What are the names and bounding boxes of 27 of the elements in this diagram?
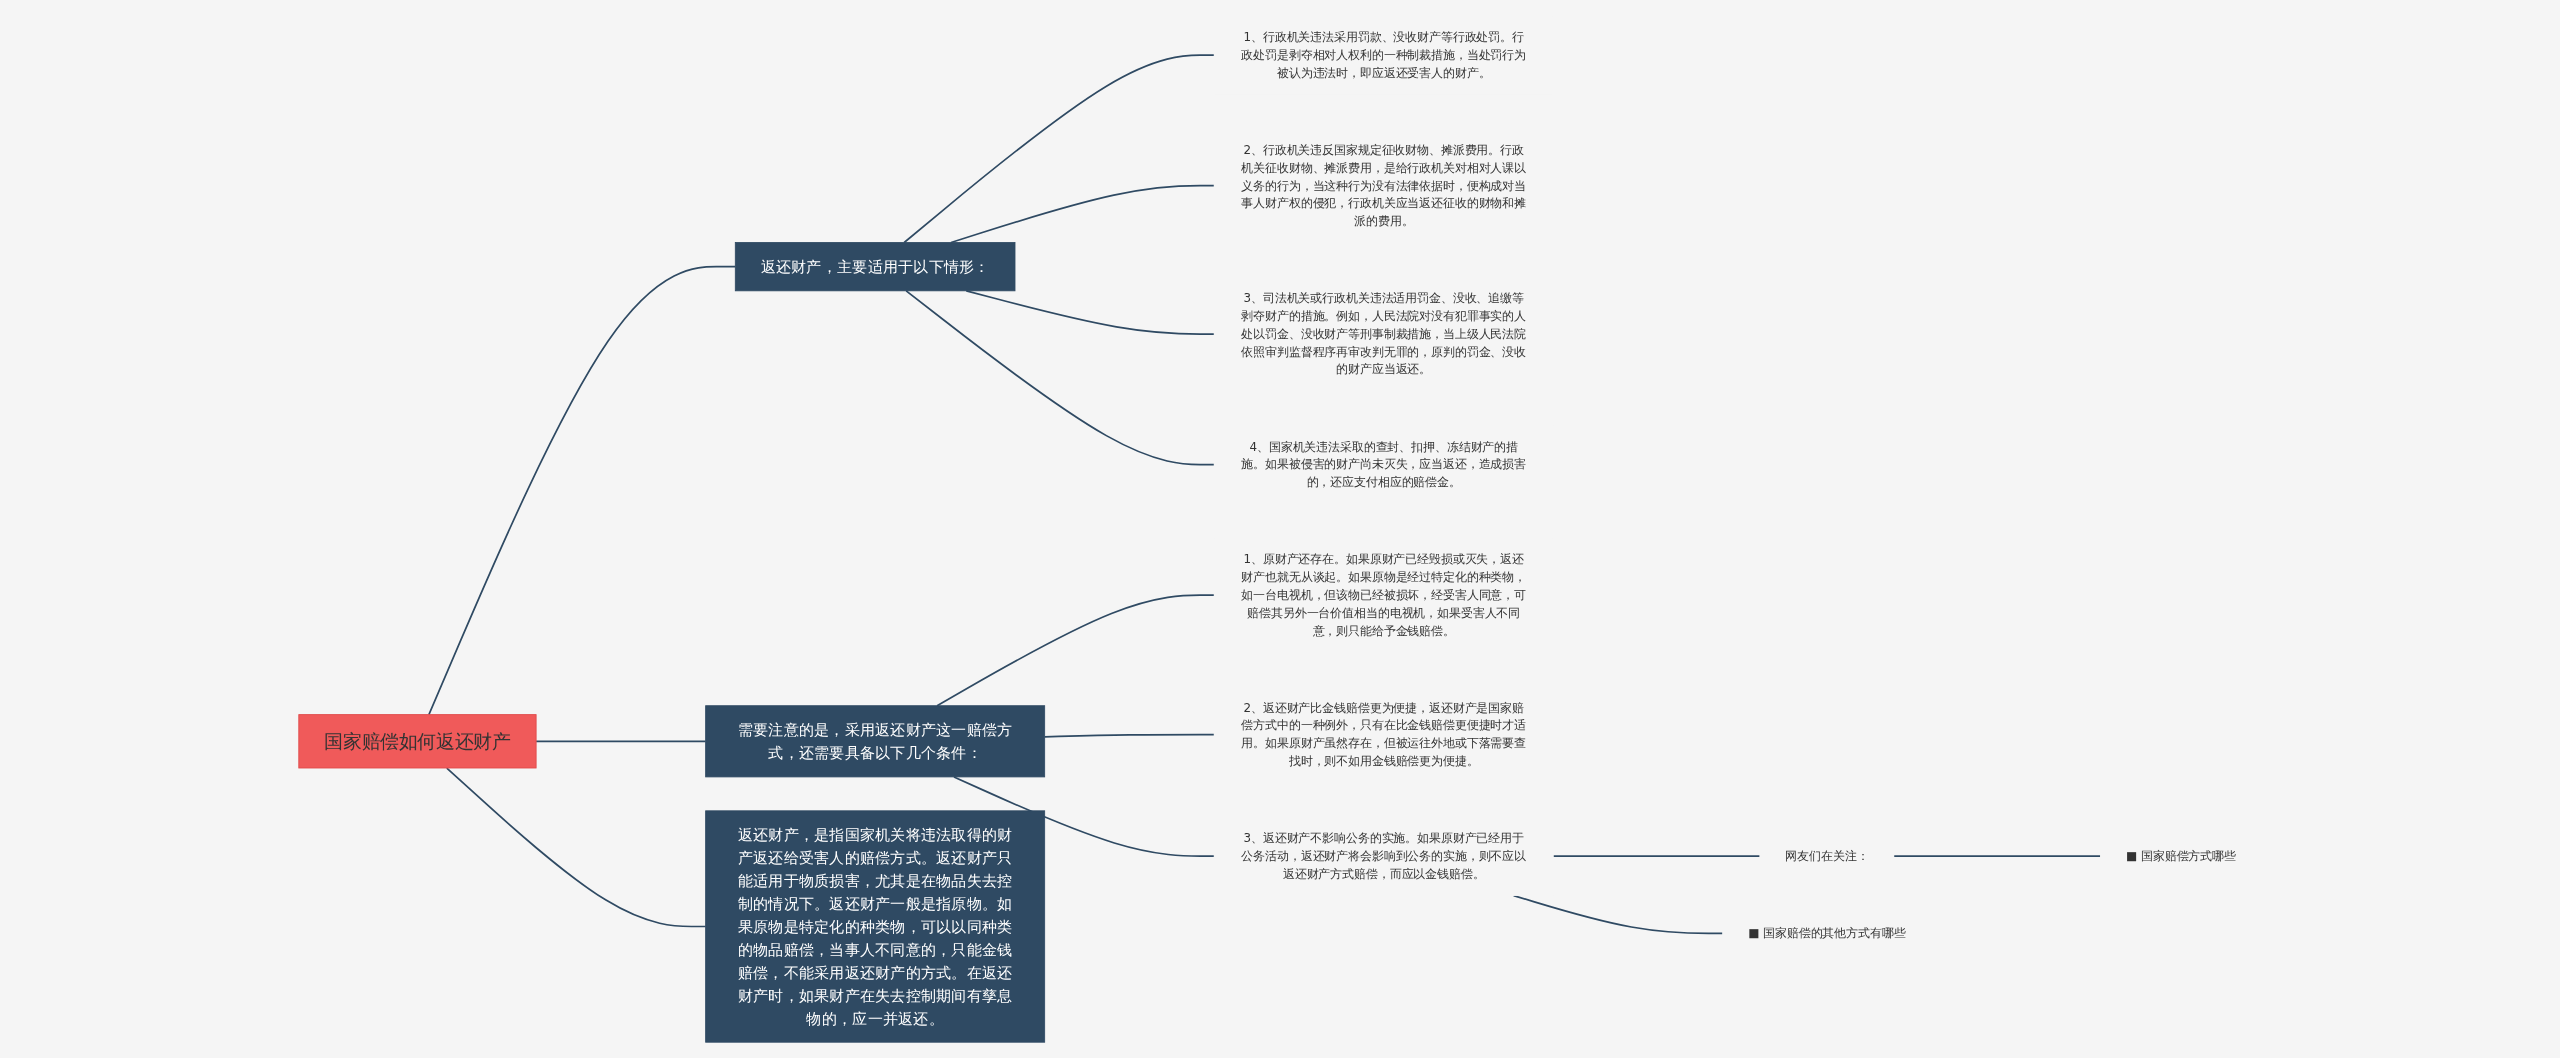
- node-box: 需要注意的是，采用返还财产这一赔偿方式，还需要具备以下几个条件：: [705, 705, 1046, 778]
- node-text: ■ 国家赔偿的其他方式有哪些: [1748, 926, 1906, 940]
- connector: [535, 740, 707, 743]
- node-text: 4、国家机关违法采取的查封、扣押、冻结财产的措施。如果被侵害的财产尚未灭失，应当返还，造成损害的，还应支付相应的赔偿金。: [1241, 439, 1527, 489]
- connector: [1512, 894, 1724, 935]
- connector: [1892, 855, 2102, 857]
- node-text: 1、行政机关违法采用罚款、没收财产等行政处罚。行政处罚是剥夺相对人权利的一种制裁措施，当处罚行为被认为违法时，即应返还受害人的财产。: [1241, 30, 1527, 80]
- node-text: ■ 国家赔偿方式哪些: [2125, 848, 2236, 863]
- connector: [936, 594, 1215, 707]
- connector: [905, 289, 1215, 466]
- connector: [903, 54, 1215, 244]
- connector: [950, 184, 1215, 244]
- connector: [1552, 855, 1761, 857]
- node-box: 国家赔偿如何返还财产: [298, 714, 537, 769]
- node-box: 返还财产，是指国家机关将违法取得的财产返还给受害人的赔偿方式。返还财产只能适用于物质损害，尤其是在物品失去控制的情况下。返还财产一般是指原物。如果原物是特定化的种类物，可以以同种类的物品赔偿，当事人不同意的，只能金钱赔偿，不能采用返还财产的方式。在返还财产时，如果财产在失去控制期间有孳息物的，应一并返还。: [705, 810, 1046, 1043]
- node-text: 2、行政机关违反国家规定征收财物、摊派费用。行政机关征收财物、摊派费用，是给行政机关对相对人课以义务的行为，当这种行为没有法律依据时，便构成对当事人财产权的侵犯，行政机关应当返还征收的财物和摊派的费用。: [1241, 142, 1527, 228]
- node-text: 3、返还财产不影响公务的实施。如果原财产已经用于公务活动，返还财产将会影响到公务的实施，则不应以返还财产方式赔偿，而应以金钱赔偿。: [1241, 831, 1527, 881]
- node-text: 3、司法机关或行政机关违法适用罚金、没收、追缴等剥夺财产的措施。例如，人民法院对没有犯罪事实的人处以罚金、没收财产等刑事制裁措施，当上级人民法院依照审判监督程序再审改判无罪的，原判的罚金、没收的财产应当返还。: [1241, 291, 1527, 376]
- connector: [953, 776, 1215, 857]
- connector: [965, 289, 1215, 335]
- node-text: 2、返还财产比金钱赔偿更为便捷，返还财产是国家赔偿方式中的一种例外，只有在比金钱赔偿更便捷时才适用。如果原财产虽然存在，但被运往外地或下落需要查找时，则不如用金钱赔偿更为便捷。: [1241, 700, 1527, 768]
- connector: [445, 767, 707, 928]
- node-text: 1、原财产还存在。如果原财产已经毁损或灭失，返还财产也就无从谈起。如果原物是经过特定化的种类物，如一台电视机，但该物已经被损坏，经受害人同意，可赔偿其另外一台价值相当的电视机，如果受害人不同意，则只能给予金钱赔偿。: [1241, 552, 1527, 638]
- node-text: 网友们在关注：: [1785, 848, 1869, 863]
- connector: [1043, 733, 1215, 738]
- connector: [428, 265, 737, 716]
- node-box: 返还财产，主要适用于以下情形：: [734, 242, 1016, 292]
